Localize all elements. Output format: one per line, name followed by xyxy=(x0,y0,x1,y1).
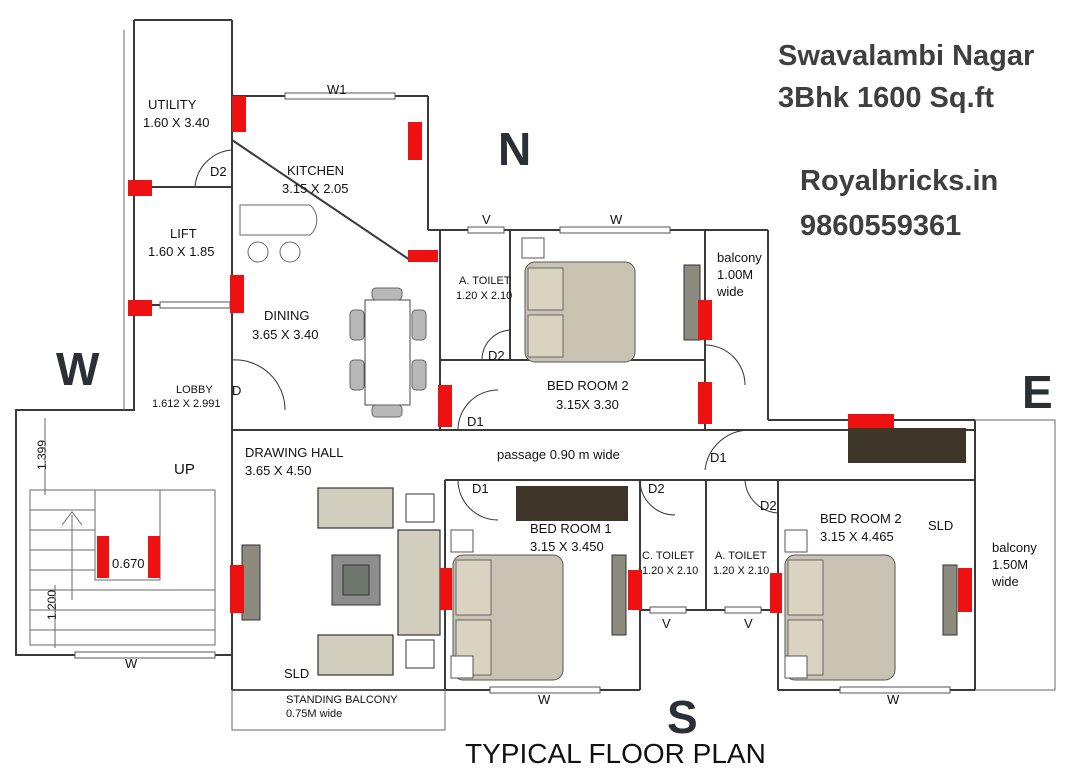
lobby-name: LOBBY xyxy=(176,384,213,396)
drawing-hall-name: DRAWING HALL xyxy=(245,445,343,460)
compass-west: W xyxy=(56,343,100,395)
dim-1200-label: 1.200 xyxy=(45,590,59,620)
door-d1-bedroom2-label: D1 xyxy=(467,414,484,429)
door-d2-toilet-top-label: D2 xyxy=(488,348,505,363)
dim-0670-label: 0.670 xyxy=(112,556,145,571)
dining-size: 3.65 X 3.40 xyxy=(252,327,319,342)
staircase xyxy=(29,489,216,646)
lobby-size: 1.612 X 2.991 xyxy=(152,398,221,410)
window-w1-label: W1 xyxy=(327,82,347,97)
window-w-bedroom2-label: W xyxy=(887,692,900,707)
toilet-bottom-size: 1.20 X 2.10 xyxy=(713,565,769,577)
doors xyxy=(194,149,779,521)
window-v-atoilet-label: V xyxy=(744,616,753,631)
common-toilet-name: C. TOILET xyxy=(642,550,694,562)
bedroom2-east-name: BED ROOM 2 xyxy=(820,511,902,526)
window-v-ctoilet-label: V xyxy=(662,616,671,631)
door-d1-passage-label: D1 xyxy=(710,450,727,465)
sld-hall-label: SLD xyxy=(284,666,309,681)
columns xyxy=(97,96,972,613)
drawing-hall-size: 3.65 X 4.50 xyxy=(245,463,312,478)
phone-number: 9860559361 xyxy=(800,210,961,242)
compass-south: S xyxy=(667,691,698,743)
toilet-top-name: A. TOILET xyxy=(459,275,511,287)
dim-1399-label: 1.399 xyxy=(35,440,49,470)
bedroom1-size: 3.15 X 3.450 xyxy=(530,539,604,554)
bedroom2-north-name: BED ROOM 2 xyxy=(547,378,629,393)
utility-name: UTILITY xyxy=(148,97,197,112)
lift-name: LIFT xyxy=(170,226,197,241)
kitchen-name: KITCHEN xyxy=(287,163,344,178)
dining-name: DINING xyxy=(264,308,310,323)
common-toilet-size: 1.20 X 2.10 xyxy=(642,565,698,577)
passage-label: passage 0.90 m wide xyxy=(497,447,620,462)
window-v-top-label: V xyxy=(482,212,491,227)
window-w-top-label: W xyxy=(610,212,623,227)
project-title: Swavalambi Nagar xyxy=(778,40,1034,72)
bedroom2-east-size: 3.15 X 4.465 xyxy=(820,529,894,544)
balcony-east-line2: 1.50M xyxy=(992,557,1028,572)
balcony-north-line2: 1.00M xyxy=(717,267,753,282)
balcony-east-line1: balcony xyxy=(992,540,1037,555)
window-w-bedroom1-label: W xyxy=(538,692,551,707)
toilet-top-size: 1.20 X 2.10 xyxy=(456,290,512,302)
door-d2-kitchen-label: D2 xyxy=(210,164,227,179)
bedroom1-name: BED ROOM 1 xyxy=(530,521,612,536)
kitchen-size: 3.15 X 2.05 xyxy=(282,181,349,196)
standing-balcony-name: STANDING BALCONY xyxy=(286,694,398,706)
balcony-east-line3: wide xyxy=(991,574,1019,589)
lift-size: 1.60 X 1.85 xyxy=(148,244,215,259)
utility-size: 1.60 X 3.40 xyxy=(143,115,210,130)
door-d2-ctoilet-label: D2 xyxy=(648,481,665,496)
stair-up-label: UP xyxy=(174,461,195,478)
website-label: Royalbricks.in xyxy=(800,165,998,197)
standing-balcony-size: 0.75M wide xyxy=(286,708,342,720)
furniture xyxy=(239,204,966,681)
compass-north: N xyxy=(498,123,531,175)
balcony-north-line1: balcony xyxy=(717,250,762,265)
door-d-lobby-label: D xyxy=(232,383,241,398)
door-d1-bedroom1-label: D1 xyxy=(472,481,489,496)
window-w-stair-label: W xyxy=(125,656,138,671)
floor-plan-caption: TYPICAL FLOOR PLAN xyxy=(465,738,766,769)
project-subtitle: 3Bhk 1600 Sq.ft xyxy=(778,82,994,114)
toilet-bottom-name: A. TOILET xyxy=(715,550,767,562)
compass-east: E xyxy=(1022,366,1053,418)
bedroom2-north-size: 3.15X 3.30 xyxy=(556,397,619,412)
sld-east-label: SLD xyxy=(928,518,953,533)
balcony-north-line3: wide xyxy=(716,284,744,299)
door-d2-atoilet-label: D2 xyxy=(760,498,777,513)
